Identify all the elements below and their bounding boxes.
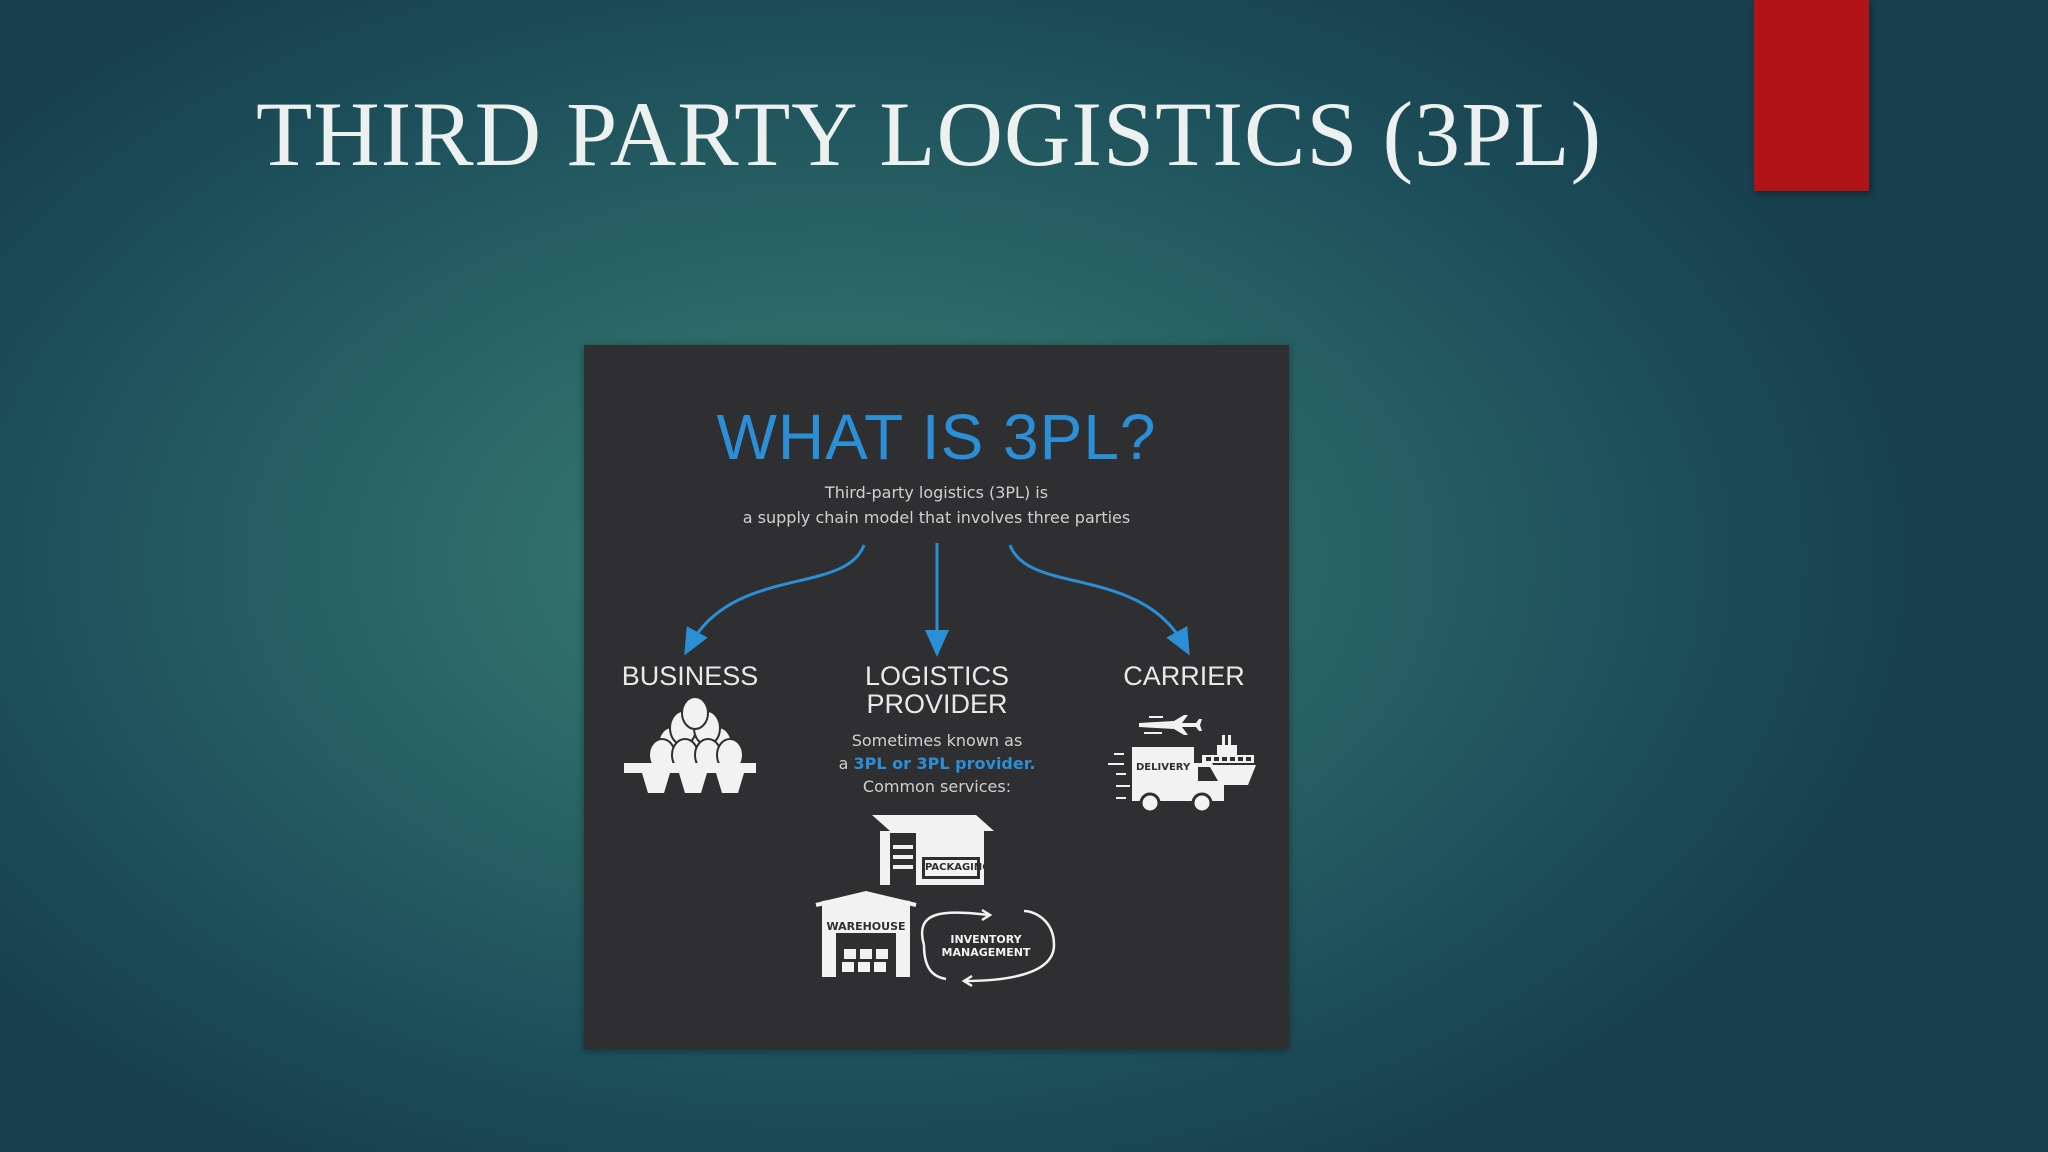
infographic-what-is-3pl: WHAT IS 3PL? Third-party logistics (3PL)… (584, 345, 1289, 1049)
arrow-to-business (684, 544, 866, 656)
provider-desc-prefix: a (838, 754, 854, 773)
intro-line-2: a supply chain model that involves three… (742, 508, 1131, 527)
provider-desc-line-2: a 3PL or 3PL provider. (837, 752, 1037, 775)
business-title: BUSINESS (621, 661, 759, 691)
provider-desc-highlight: 3PL or 3PL provider. (853, 754, 1036, 773)
packaging-label: PACKAGING (925, 862, 991, 873)
accent-tab (1754, 0, 1869, 191)
provider-title-line-2: PROVIDER (866, 689, 1008, 719)
provider-desc-line-1: Sometimes known as (851, 731, 1023, 750)
warehouse-label-text: WAREHOUSE (824, 920, 908, 933)
airplane-icon (1139, 715, 1202, 735)
provider-title-line-1: LOGISTICS (864, 661, 1010, 691)
egg-carton-icon (624, 696, 756, 793)
slide-title: THIRD PARTY LOGISTICS (3PL) (256, 83, 1603, 185)
arrow-to-carrier (1008, 544, 1190, 656)
infographic-graphics (624, 543, 1256, 988)
warehouse-icon (815, 890, 917, 977)
packaging-building-icon (872, 815, 994, 885)
truck-label: DELIVERY (1136, 762, 1191, 773)
inventory-label-line-2: MANAGEMENT (941, 946, 1031, 959)
inventory-label-line-1: INVENTORY (950, 933, 1022, 946)
intro-line-1: Third-party logistics (3PL) is (824, 483, 1049, 502)
warehouse-label: WAREHOUSE (820, 920, 912, 933)
provider-desc-line-3: Common services: (862, 777, 1012, 796)
inventory-cycle-icon (920, 908, 1056, 988)
delivery-truck-icon (1108, 747, 1224, 814)
infographic-headline: WHAT IS 3PL? (716, 401, 1157, 473)
carrier-title: CARRIER (1123, 661, 1245, 691)
